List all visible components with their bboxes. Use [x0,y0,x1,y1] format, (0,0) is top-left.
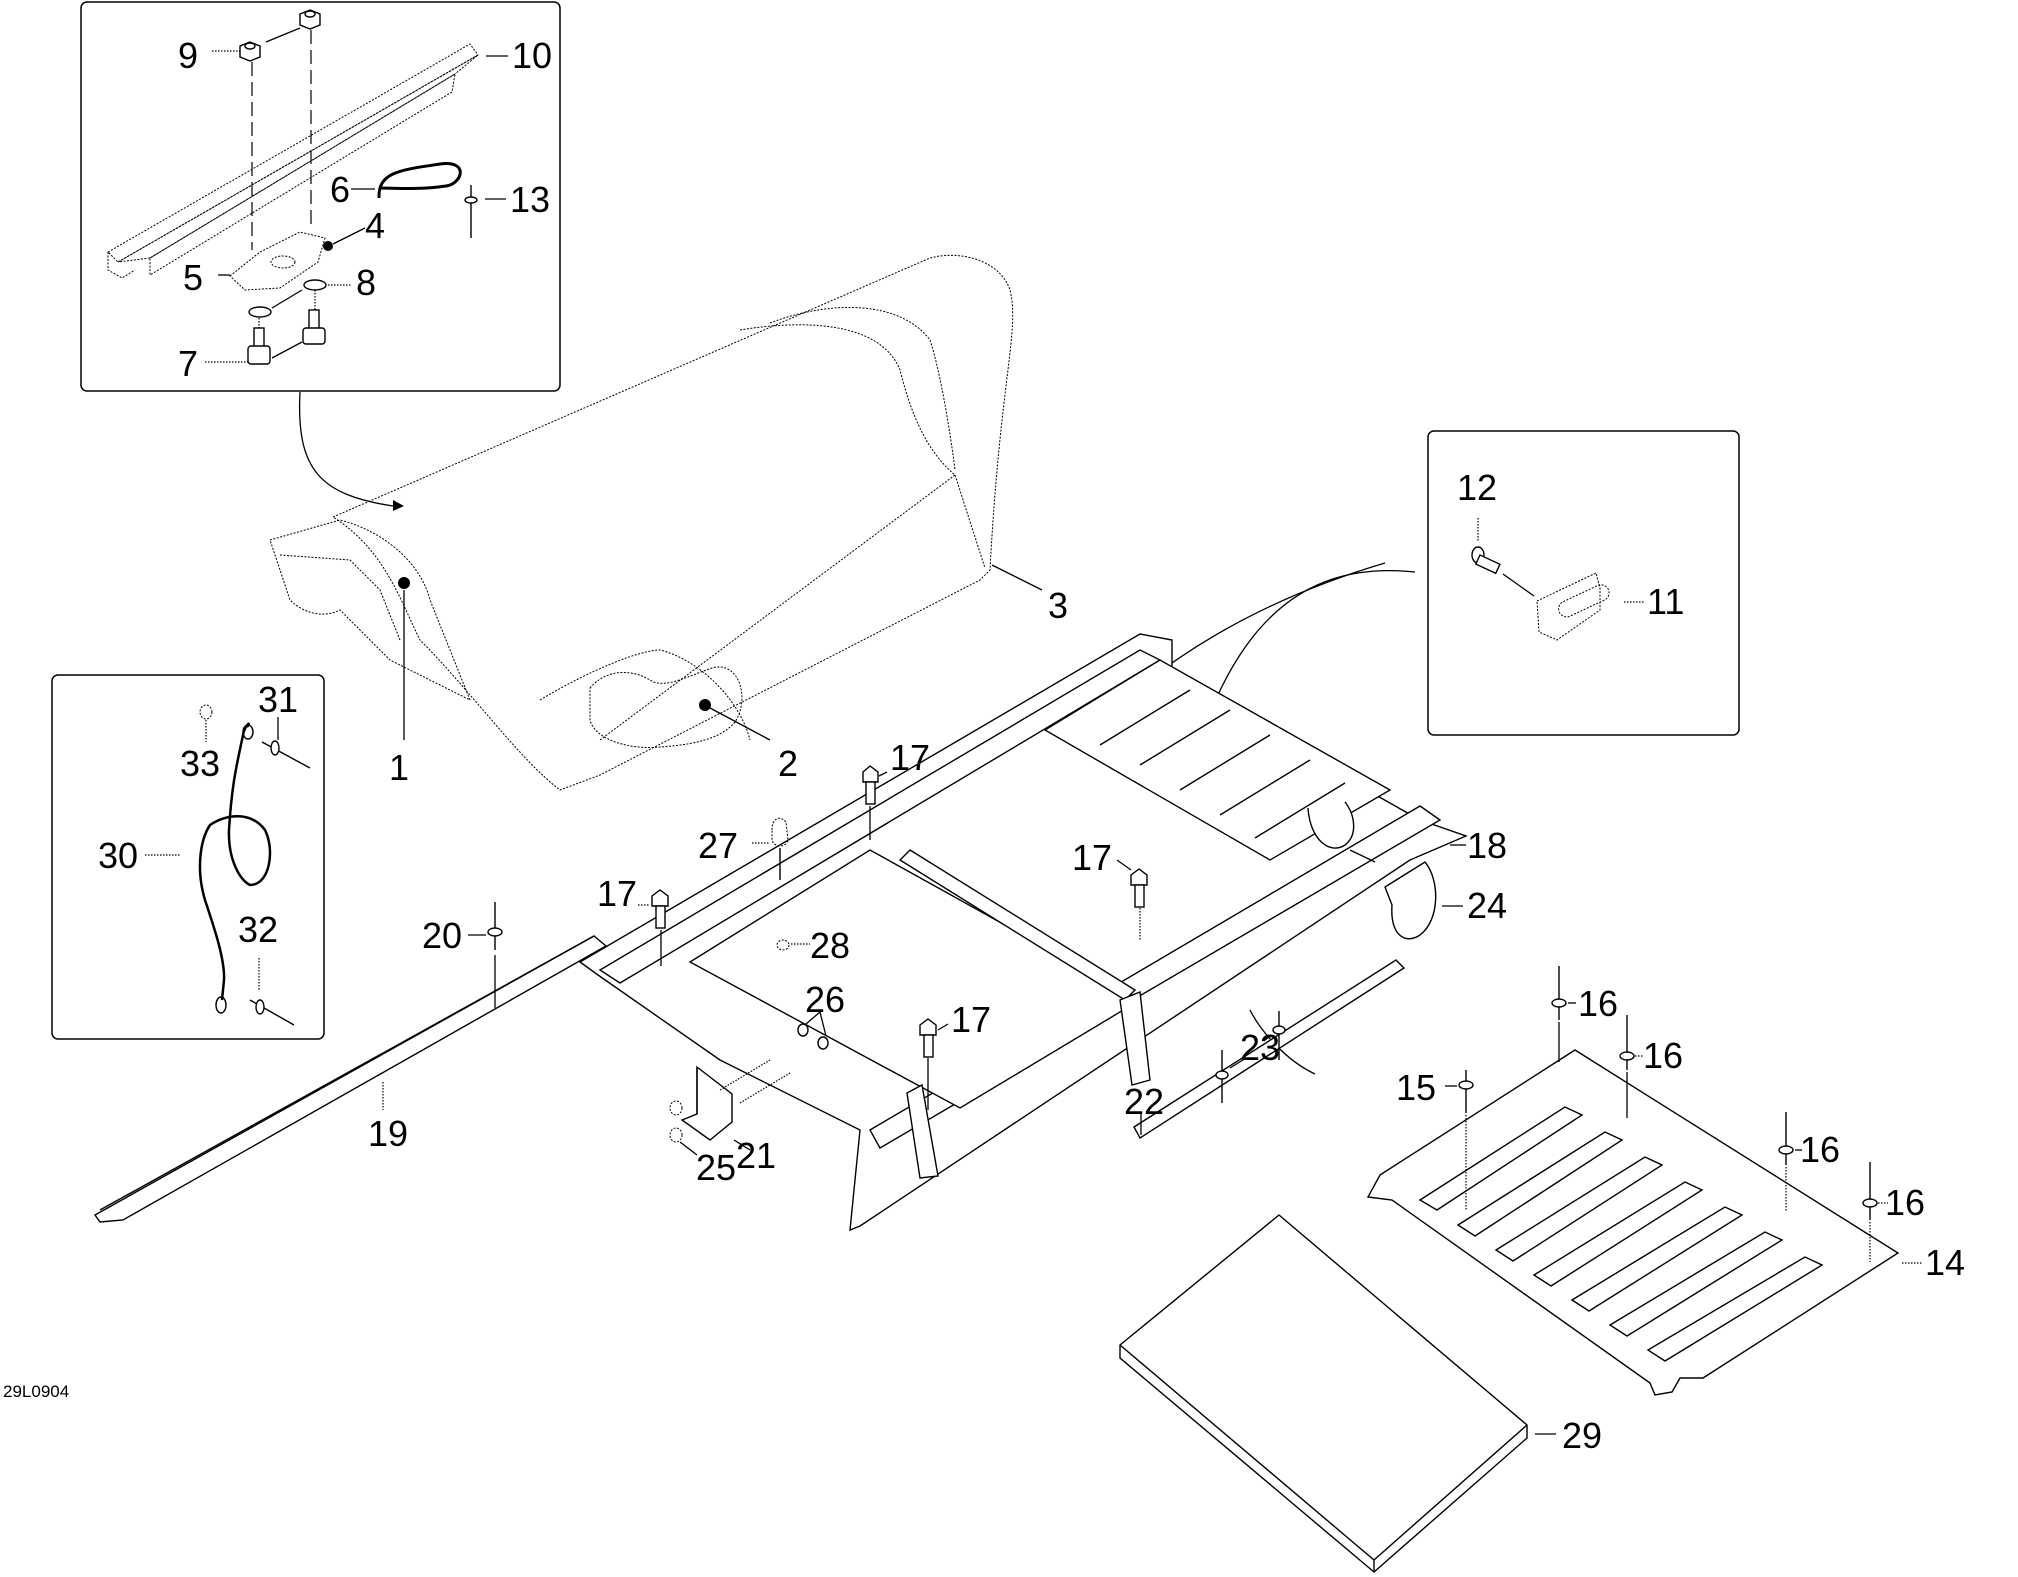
assembly-arrow [298,391,394,507]
washer-icon [303,279,327,291]
tether-cable [198,722,272,1001]
callout-28: 28 [810,925,850,966]
callout-8: 8 [356,262,376,303]
screw-icon [669,1127,683,1143]
callout-23: 23 [1240,1027,1280,1068]
clip-icon [776,939,790,951]
callout-16c: 16 [1800,1129,1840,1170]
rivet-icon [249,999,295,1026]
callout-16d: 16 [1885,1182,1925,1223]
rivet-icon [1862,1162,1878,1220]
callout-7: 7 [178,343,198,384]
callout-32: 32 [238,909,278,950]
rail-strip-part [1133,959,1406,1139]
washer-icon [817,1036,829,1050]
callout-19: 19 [368,1113,408,1154]
bolt-icon [1130,868,1148,908]
callout-30: 30 [98,835,138,876]
callout-16b: 16 [1643,1035,1683,1076]
cable-loop [377,162,462,199]
washer-icon [199,704,213,720]
foam-pad [1119,1214,1528,1573]
bolt-icon [651,889,669,929]
callout-24: 24 [1467,885,1507,926]
screw-icon [669,1100,683,1116]
end-cap-part [1384,861,1437,940]
callout-2: 2 [778,743,798,784]
arrow-head-icon [393,500,404,511]
inset-seat-latch: 9 10 6 13 4 5 8 7 [80,1,561,392]
latch-pin-marker [323,241,333,251]
callout-17b: 17 [597,873,637,914]
hinge-part [1536,572,1610,641]
cable-eyelet [242,724,254,740]
foam-marker [699,699,711,711]
screw-icon [302,309,326,345]
callout-3: 3 [1048,585,1068,626]
screw-icon [247,327,271,365]
seat-foam-insert [589,666,743,749]
callout-21: 21 [736,1135,776,1176]
callout-5: 5 [183,257,203,298]
callout-25: 25 [696,1147,736,1188]
rivet-icon [1272,1011,1286,1060]
bolt-icon [862,765,879,805]
screw-icon [1471,546,1501,575]
callout-26: 26 [805,979,845,1020]
callout-17c: 17 [1072,837,1112,878]
callout-12: 12 [1457,467,1497,508]
washer-icon [248,306,272,318]
callout-10: 10 [512,35,552,76]
inset-frame-hinge [1427,430,1740,736]
figure-reference-code: 29L0904 [3,1382,69,1401]
callout-14: 14 [1925,1242,1965,1283]
side-trim-strip [93,935,608,1223]
callout-17d: 17 [951,999,991,1040]
cable-eyelet [215,996,227,1014]
callout-13: 13 [510,179,550,220]
bolt-icon [919,1018,937,1058]
inset-hinge: 12 11 [1427,430,1740,736]
callout-33: 33 [180,743,220,784]
nut-icon [299,9,321,30]
rivet-icon [1778,1112,1794,1165]
callout-17a: 17 [890,737,930,778]
seat-cover-marker [398,577,410,589]
callout-1: 1 [389,747,409,788]
callout-11: 11 [1647,581,1684,622]
callout-16a: 16 [1578,983,1618,1024]
nut-icon [239,41,261,62]
storage-panel [1366,1049,1900,1396]
bumper-icon [771,817,789,880]
seat-part [269,254,1014,791]
inset-tether: 31 33 30 32 [51,674,325,1040]
callout-22: 22 [1124,1081,1164,1122]
callout-15: 15 [1396,1067,1436,1108]
inset-frame-tether [51,674,325,1040]
washer-icon [797,1023,809,1037]
inset-frame-top-left [80,1,561,392]
rivet-icon [261,740,311,769]
callout-9: 9 [178,35,198,76]
rivet-icon [1458,1070,1474,1113]
seat-base-frame [578,633,1468,1232]
rivet-icon [1215,1050,1229,1103]
rivet-icon [464,185,478,238]
callout-18: 18 [1467,825,1507,866]
seat-rail-part [107,43,479,279]
callout-27: 27 [698,825,738,866]
callout-20: 20 [422,915,462,956]
latch-bracket-part [229,231,326,291]
callout-29: 29 [1562,1415,1602,1456]
bracket-part [680,1059,791,1141]
rivet-icon [487,902,503,950]
rivet-icon [1619,1015,1635,1070]
callout-6: 6 [330,169,350,210]
callout-4: 4 [365,205,385,246]
callout-31: 31 [258,679,298,720]
rivet-icon [1551,966,1567,1020]
